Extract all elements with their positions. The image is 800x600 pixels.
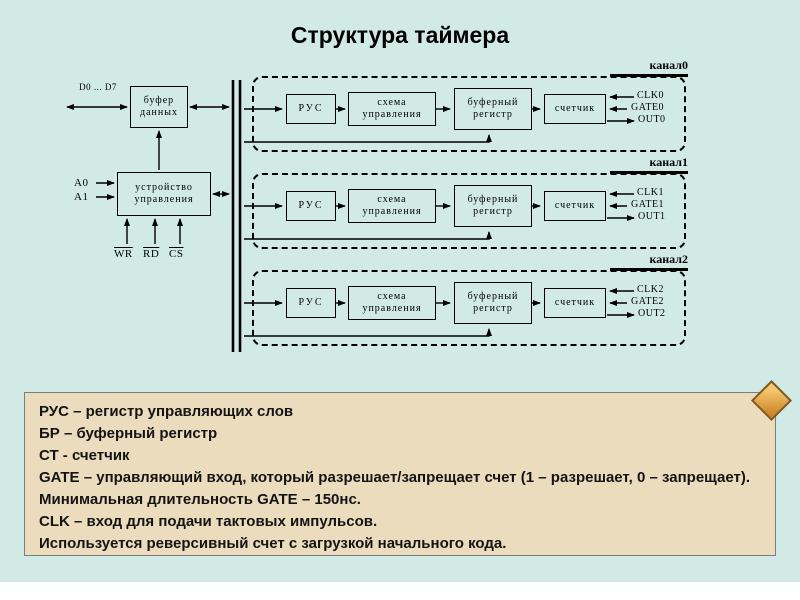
left-section-wires [66,104,230,244]
internal-bus [231,80,242,352]
channel-2-label: канал2 [610,252,688,271]
channel-1-counter-block: счетчик [544,191,606,221]
scheme-line1: схема [377,194,407,205]
channel-2-boundary [252,270,686,346]
legend-line-rus: РУС – регистр управляющих слов [39,403,294,420]
channel-0-boundary [252,76,686,152]
legend-line-clk: CLK – вход для подачи тактовых импульсов… [39,513,378,530]
channel-2-buffer-register-block: буферный регистр [454,282,532,324]
bufreg-line1: буферный [467,291,519,302]
data-buffer-line1: буфер [143,95,175,106]
a0-label: A0 [74,177,89,189]
channel-1: канал1 РУС схема управления буферный рег… [0,155,800,273]
channel-1-gate-label: GATE1 [631,199,665,210]
slide-title: Структура таймера [290,22,510,48]
bufreg-line2: регистр [473,109,513,120]
channel-1-clk-label: CLK1 [637,187,664,198]
data-buffer-line2: данных [140,107,178,118]
channel1-wires [244,191,635,240]
channel-0-gate-label: GATE0 [631,102,665,113]
bufreg-line2: регистр [473,206,513,217]
channel2-wires [244,288,635,337]
channel-2-rus-block: РУС [286,288,336,318]
data-buffer-block: буфер данных [130,86,188,128]
bufreg-line1: буферный [467,97,519,108]
channel-0-buffer-register-block: буферный регистр [454,88,532,130]
channel-2-gate-label: GATE2 [631,296,665,307]
control-unit-line2: управления [134,194,194,205]
wr-label: WR [114,248,133,260]
rus-text: РУС [298,200,324,211]
channel-2-clk-label: CLK2 [637,284,664,295]
a1-label: A1 [74,191,89,203]
rus-text: РУС [298,103,324,114]
channel-1-boundary [252,173,686,249]
rd-text: RD [143,248,160,260]
rd-label: RD [143,248,159,260]
bufreg-line1: буферный [467,194,519,205]
wr-text: WR [114,248,133,260]
scheme-line2: управления [362,109,422,120]
rus-text: РУС [298,297,324,308]
counter-text: счетчик [554,103,596,114]
channel-1-label: канал1 [610,155,688,174]
control-unit-line1: устройство [135,182,193,193]
cs-label: CS [169,248,183,260]
legend-line-note: Используется реверсивный счет с загрузко… [39,535,507,552]
counter-text: счетчик [554,200,596,211]
bottom-strip [0,582,800,600]
scheme-line1: схема [377,291,407,302]
channel-0-label: канал0 [610,58,688,77]
legend-line-gate: GATE – управляющий вход, который разреша… [39,469,751,508]
channel-2-out-label: OUT2 [638,308,666,319]
channel-1-control-scheme-block: схема управления [348,189,436,223]
data-bus-label: D0 ... D7 [79,82,117,92]
scheme-line2: управления [362,303,422,314]
legend-line-br: БР – буферный регистр [39,425,218,442]
channel-1-out-label: OUT1 [638,211,666,222]
channel0-wires [244,94,635,143]
channel-0-rus-block: РУС [286,94,336,124]
legend-line-st: СТ - счетчик [39,447,130,464]
scheme-line1: схема [377,97,407,108]
channel-0: канал0 РУС схема управления буферный рег… [0,58,800,176]
channel-0-out-label: OUT0 [638,114,666,125]
channel-0-counter-block: счетчик [544,94,606,124]
cs-text: CS [169,248,184,260]
bufreg-line2: регистр [473,303,513,314]
scheme-line2: управления [362,206,422,217]
control-unit-block: устройство управления [117,172,211,216]
channel-0-control-scheme-block: схема управления [348,92,436,126]
legend-box: РУС – регистр управляющих слов БР – буфе… [24,392,776,556]
counter-text: счетчик [554,297,596,308]
channel-1-rus-block: РУС [286,191,336,221]
channel-2-counter-block: счетчик [544,288,606,318]
channel-2-control-scheme-block: схема управления [348,286,436,320]
channel-0-clk-label: CLK0 [637,90,664,101]
channel-1-buffer-register-block: буферный регистр [454,185,532,227]
channel-2: канал2 РУС схема управления буферный рег… [0,252,800,370]
